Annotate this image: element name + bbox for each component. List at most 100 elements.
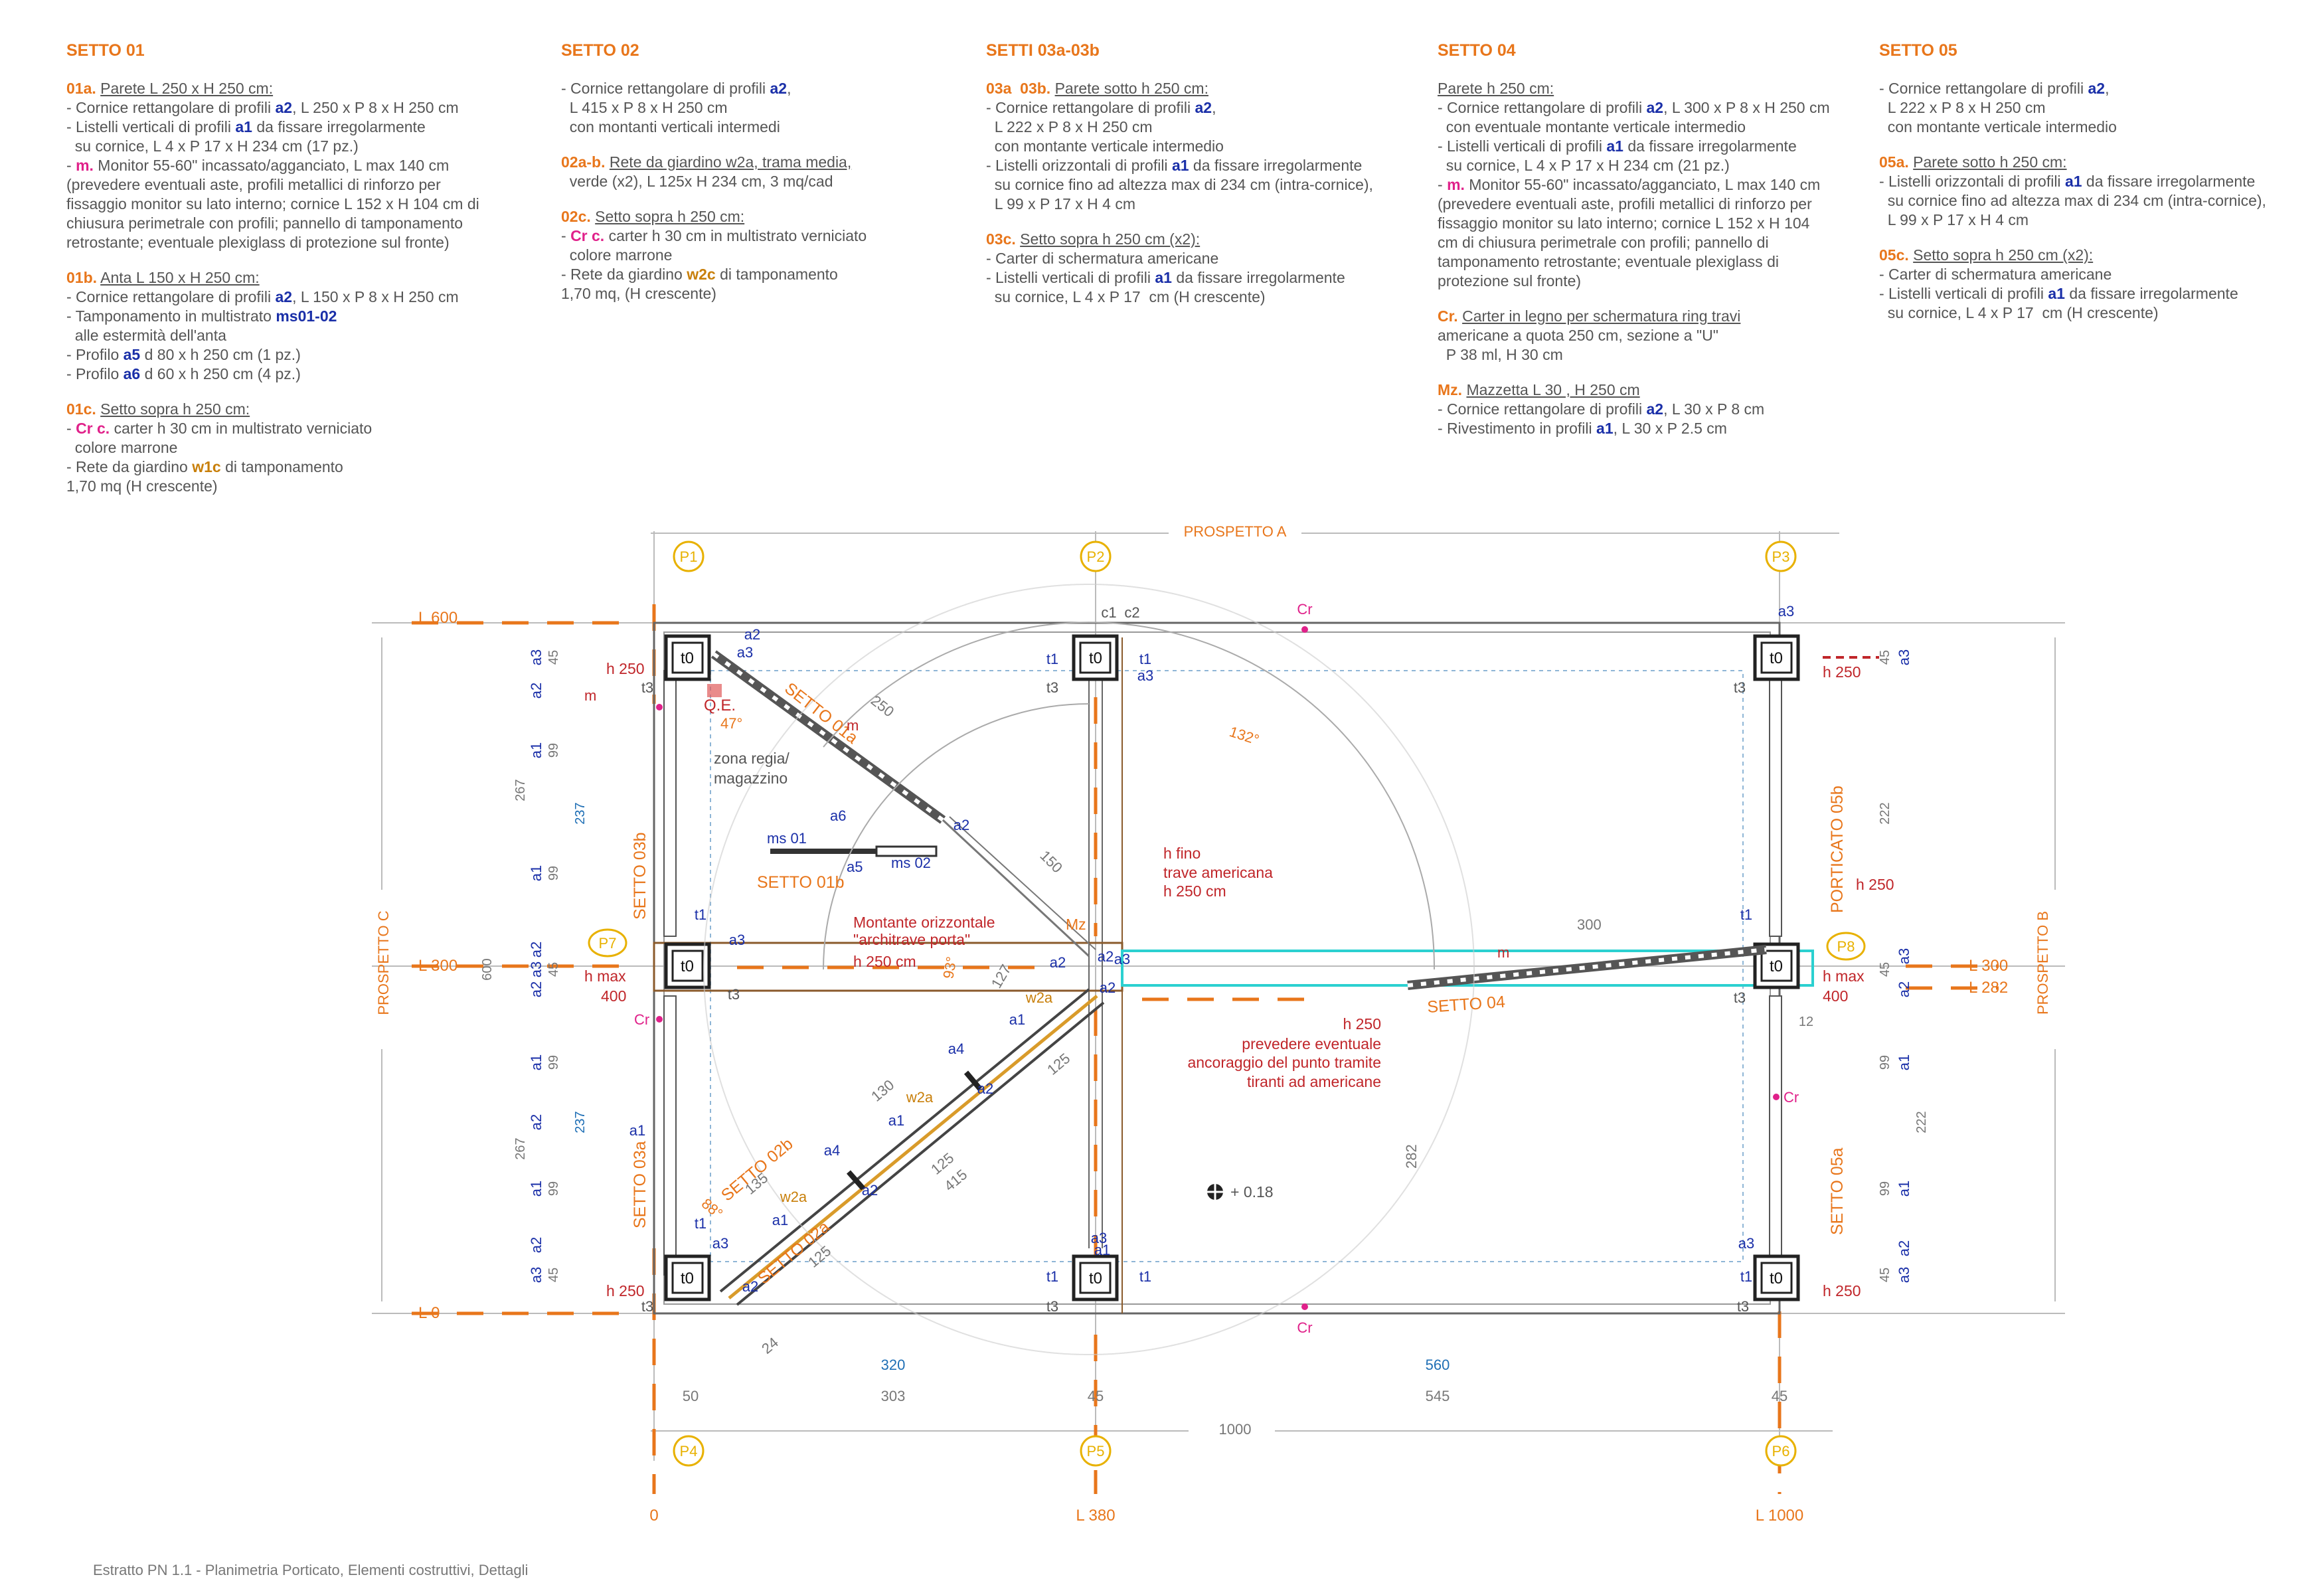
profile-tag-a4: a4: [824, 1142, 840, 1159]
spec-heading: Parete L 250 x H 250 cm:: [100, 80, 274, 97]
profile-tag-a3: a3: [1091, 1230, 1107, 1246]
spec-line: - Profilo a6 d 60 x h 250 cm (4 pz.): [66, 365, 301, 382]
spec-heading: Anta L 150 x H 250 cm:: [100, 269, 260, 286]
dim-left-237: 237: [573, 802, 588, 824]
cr-label-top: Cr: [1297, 601, 1312, 618]
spec-line: colore marrone: [561, 246, 673, 264]
setto-02-wall: [719, 988, 1105, 1306]
dim-right-45: 45: [1878, 650, 1892, 665]
spec-line: - Cornice rettangolare di profili a2,: [561, 80, 791, 97]
dim-282: 282: [1403, 1144, 1420, 1169]
spec-line: colore marrone: [66, 439, 178, 456]
m-label-left: m: [584, 687, 596, 704]
level-l0: L 0: [418, 1304, 440, 1322]
column-setto-02: SETTO 02 - Cornice rettangolare di profil…: [561, 41, 933, 319]
setto-03a-label: SETTO 03a: [631, 1141, 649, 1228]
h250-bl: h 250: [606, 1282, 645, 1299]
spec-line: - Cornice rettangolare di profili a2, L …: [1438, 99, 1830, 116]
level-l600: L 600: [418, 609, 457, 627]
profile-tag-a2: a2: [528, 1237, 544, 1253]
spec-line: chiusura perimetrale con profili; pannel…: [66, 214, 463, 232]
profile-tag-a3: a3: [1778, 603, 1794, 620]
spec-heading: Parete sotto h 250 cm:: [1913, 153, 2067, 171]
profile-tag-a2: a2: [528, 942, 544, 957]
profile-tag-a3: a3: [1896, 948, 1912, 964]
pillar-tag-p5: P5: [1087, 1443, 1105, 1459]
spec-block: - Cornice rettangolare di profili a2, L …: [561, 79, 933, 137]
spec-line: su cornice, L 4 x P 17 cm (H crescente): [1879, 304, 2159, 321]
setto-01b-anta: [770, 845, 938, 857]
profile-tag-a1: a1: [1896, 1054, 1912, 1070]
cyan-beam: [1121, 950, 1814, 987]
a5-label: a5: [847, 859, 863, 875]
swing-arcs: [703, 584, 1475, 1355]
spec-line: - Listelli orizzontali di profili a1 da …: [1879, 173, 2256, 190]
profile-tag-a2: a2: [528, 1114, 544, 1130]
m-label-right: m: [1497, 944, 1509, 961]
spec-line: - Profilo a5 d 80 x h 250 cm (1 pz.): [66, 346, 301, 363]
spec-line: su cornice, L 4 x P 17 x H 234 cm (21 pz…: [1438, 157, 1730, 174]
spec-key: 01c.: [66, 400, 96, 418]
angle-47: 47°: [720, 715, 742, 732]
spec-heading: Parete h 250 cm:: [1438, 80, 1554, 97]
dim-250: 250: [868, 692, 897, 720]
spec-line: su cornice, L 4 x P 17 x H 234 cm (17 pz…: [66, 137, 359, 155]
spec-line: con montante verticale intermedio: [1879, 118, 2117, 135]
hfino-label-1: h fino: [1163, 845, 1201, 862]
dim-300: 300: [1577, 916, 1602, 933]
profile-tag-t3: t3: [1734, 989, 1746, 1006]
spec-line: - Tamponamento in multistrato ms01-02: [66, 307, 337, 325]
profile-tag-a2: a2: [1050, 954, 1066, 971]
dim-left-99: 99: [546, 743, 561, 758]
spec-block: 03a 03b. Parete sotto h 250 cm:- Cornice…: [986, 79, 1438, 214]
spec-key: 01b.: [66, 269, 98, 286]
spec-line: - Cornice rettangolare di profili a2, L …: [66, 288, 459, 305]
spec-heading: Parete sotto h 250 cm:: [1054, 80, 1208, 97]
spec-block: 01b. Anta L 150 x H 250 cm: - Cornice ret…: [66, 268, 518, 384]
prevedere-label-4: tiranti ad americane: [1247, 1073, 1381, 1090]
cr-label-bottom: Cr: [1297, 1319, 1312, 1336]
spec-line: cm di chiusura perimetrale con profili; …: [1438, 234, 1769, 251]
spec-line: - Listelli orizzontali di profili a1 da …: [986, 157, 1363, 174]
pillar-p7: [664, 942, 711, 989]
pillar-p2: [1072, 634, 1119, 681]
spec-line: (prevedere eventuali aste, profili metal…: [1438, 195, 1812, 212]
dim-320: 320: [881, 1357, 906, 1373]
prospetto-a-label: PROSPETTO A: [1184, 523, 1287, 540]
profile-tag-a1: a1: [528, 865, 544, 881]
dim-left-237: 237: [573, 1111, 588, 1133]
spec-line: (prevedere eventuali aste, profili metal…: [66, 176, 441, 193]
spec-heading: Setto sopra h 250 cm (x2):: [1913, 246, 2094, 264]
qe-label: Q.E.: [704, 697, 736, 714]
dim-125a: 125: [1044, 1050, 1073, 1078]
dim-50: 50: [683, 1388, 699, 1404]
spec-heading: Rete da giardino w2a, trama media,: [609, 153, 852, 171]
spec-key: Mz.: [1438, 381, 1463, 398]
spec-line: - Cornice rettangolare di profili a2,: [1879, 80, 2110, 97]
dim-303: 303: [881, 1388, 906, 1404]
profile-tag-t1: t1: [1046, 651, 1058, 667]
hfino-label-3: h 250 cm: [1163, 882, 1226, 900]
dim-130: 130: [868, 1076, 897, 1105]
spec-line: con montante verticale intermedio: [986, 137, 1224, 155]
dim-right-45: 45: [1878, 962, 1892, 977]
spec-line: L 222 x P 8 x H 250 cm: [986, 118, 1153, 135]
section-title: SETTO 02: [561, 41, 639, 60]
angle-132: 132°: [1227, 723, 1261, 748]
profile-tag-a2: a2: [954, 817, 969, 833]
spec-heading: Setto sopra h 250 cm:: [595, 208, 745, 225]
prospetto-b-label: PROSPETTO B: [2034, 911, 2051, 1015]
spec-key: 05a.: [1879, 153, 1909, 171]
prevedere-label-1: h 250: [1343, 1015, 1381, 1033]
spec-line: - Rete da giardino w1c di tamponamento: [66, 458, 343, 475]
prospetto-c-label: PROSPETTO C: [375, 910, 392, 1015]
profile-tag-t3: t3: [641, 1298, 653, 1315]
svg-text:t0: t0: [681, 957, 694, 975]
spec-line: L 99 x P 17 x H 4 cm: [986, 195, 1135, 212]
spec-line: alle estermità dell'anta: [66, 327, 226, 344]
spec-line: - Cornice rettangolare di profili a2,: [986, 99, 1216, 116]
profile-tag-a3: a3: [1738, 1235, 1754, 1252]
spec-line: su cornice fino ad altezza max di 234 cm…: [986, 176, 1373, 193]
hfino-label-2: trave americana: [1163, 864, 1273, 881]
